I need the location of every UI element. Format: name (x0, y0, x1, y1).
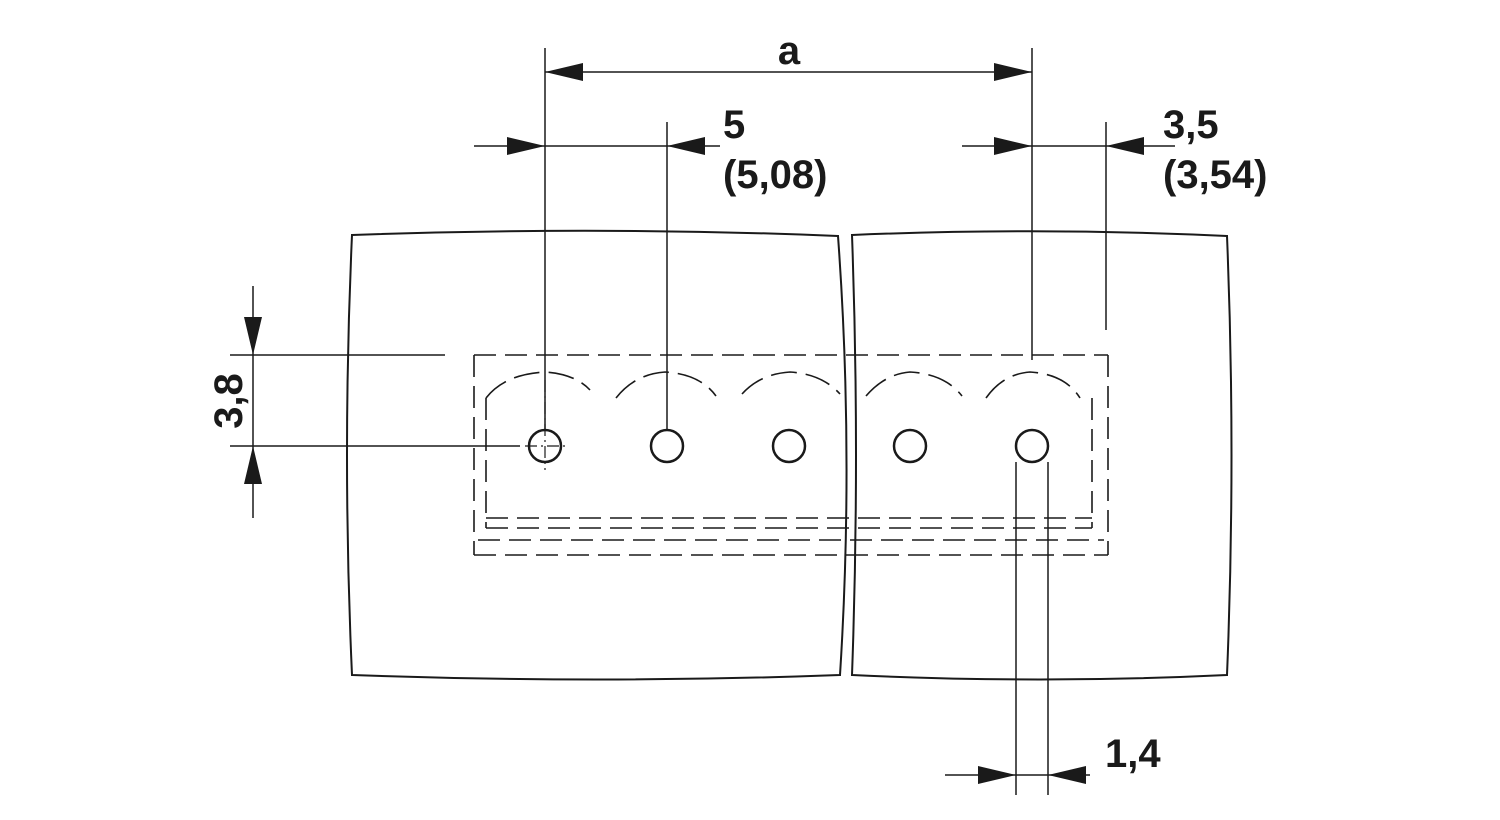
dimension-pitch (474, 137, 720, 155)
dimension-a (545, 63, 1032, 81)
label-pitch: 5 (723, 103, 745, 147)
label-hole: 1,4 (1105, 732, 1161, 776)
pin-hole (649, 428, 685, 464)
label-pitch-alt: (5,08) (723, 153, 828, 197)
pin-hole (771, 428, 807, 464)
dimension-hole (945, 766, 1090, 784)
contact-arcs (485, 371, 1081, 399)
label-edge: 3,5 (1163, 103, 1219, 147)
pin-holes (527, 428, 1050, 464)
extension-lines (230, 48, 1107, 795)
connector-outline (473, 354, 1109, 556)
label-overall: a (778, 29, 801, 73)
dimension-edge (962, 137, 1175, 155)
label-height: 3,8 (207, 373, 251, 429)
pin-hole (892, 428, 928, 464)
pin-hole (1014, 428, 1050, 464)
board-panel-left (346, 229, 848, 681)
label-edge-alt: (3,54) (1163, 153, 1268, 197)
board-panel-right (850, 230, 1233, 681)
dimension-height (244, 286, 262, 518)
